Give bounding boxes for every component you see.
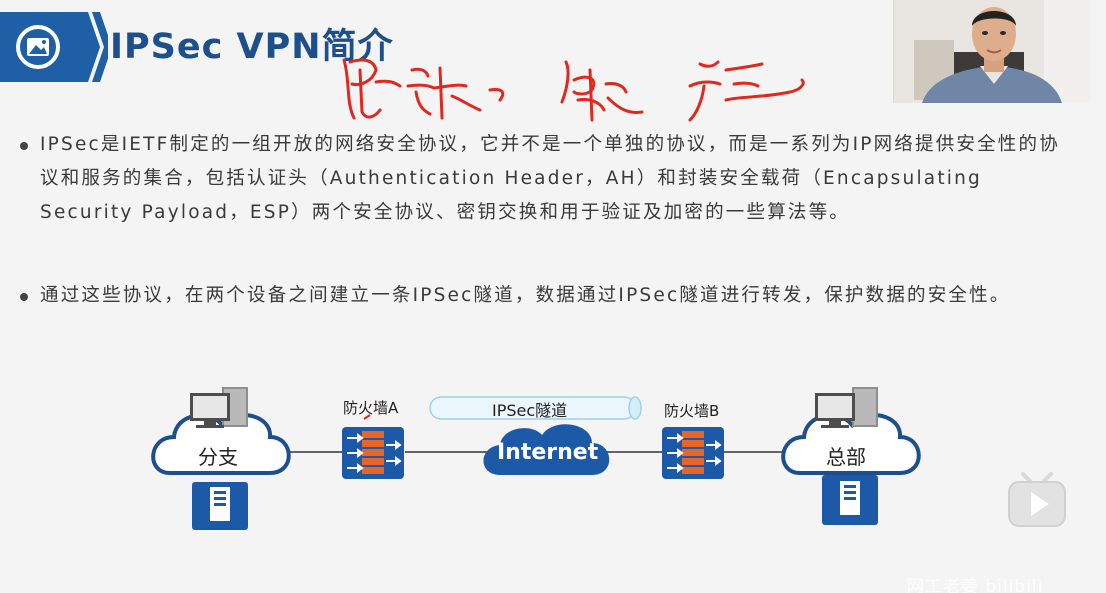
internet-cloud	[483, 424, 610, 475]
tunnel-label: IPSec隧道	[492, 401, 568, 420]
firewall-b-icon	[662, 427, 724, 479]
bullet-text: IPSec是IETF制定的一组开放的网络安全协议，它并不是一个单独的协议，而是一…	[40, 134, 1060, 223]
handwritten-annotation	[342, 58, 805, 122]
watermark: 网工老姜 bilibili	[907, 577, 1044, 593]
play-icon[interactable]	[1005, 470, 1069, 530]
bullet-dot	[20, 293, 28, 301]
hq-computer-icon	[815, 387, 878, 428]
firewall-a-icon	[342, 427, 404, 479]
image-icon	[0, 12, 108, 82]
branch-server-icon	[192, 482, 248, 530]
internet-label: Internet	[497, 440, 599, 465]
hq-server-icon	[822, 475, 878, 525]
branch-label: 分支	[198, 445, 238, 469]
hq-label: 总部	[826, 445, 866, 469]
webcam-feed	[893, 0, 1091, 103]
bullet-text: 通过这些协议，在两个设备之间建立一条IPSec隧道，数据通过IPSec隧道进行转…	[40, 285, 1011, 306]
bullet-ipsec-definition: IPSec是IETF制定的一组开放的网络安全协议，它并不是一个单独的协议，而是一…	[20, 128, 1070, 230]
bullet-dot	[20, 142, 28, 150]
branch-computer-icon	[190, 387, 248, 428]
slide-header: IPSec VPN简介	[0, 0, 1106, 95]
ipsec-topology-diagram: 防火墙A IPSec隧道 防火墙B 分支 总部 Internet	[140, 375, 940, 535]
firewall-b-label: 防火墙B	[664, 402, 720, 420]
bullet-ipsec-tunnel: 通过这些协议，在两个设备之间建立一条IPSec隧道，数据通过IPSec隧道进行转…	[20, 279, 1070, 313]
firewall-a-label: 防火墙A	[343, 399, 399, 417]
